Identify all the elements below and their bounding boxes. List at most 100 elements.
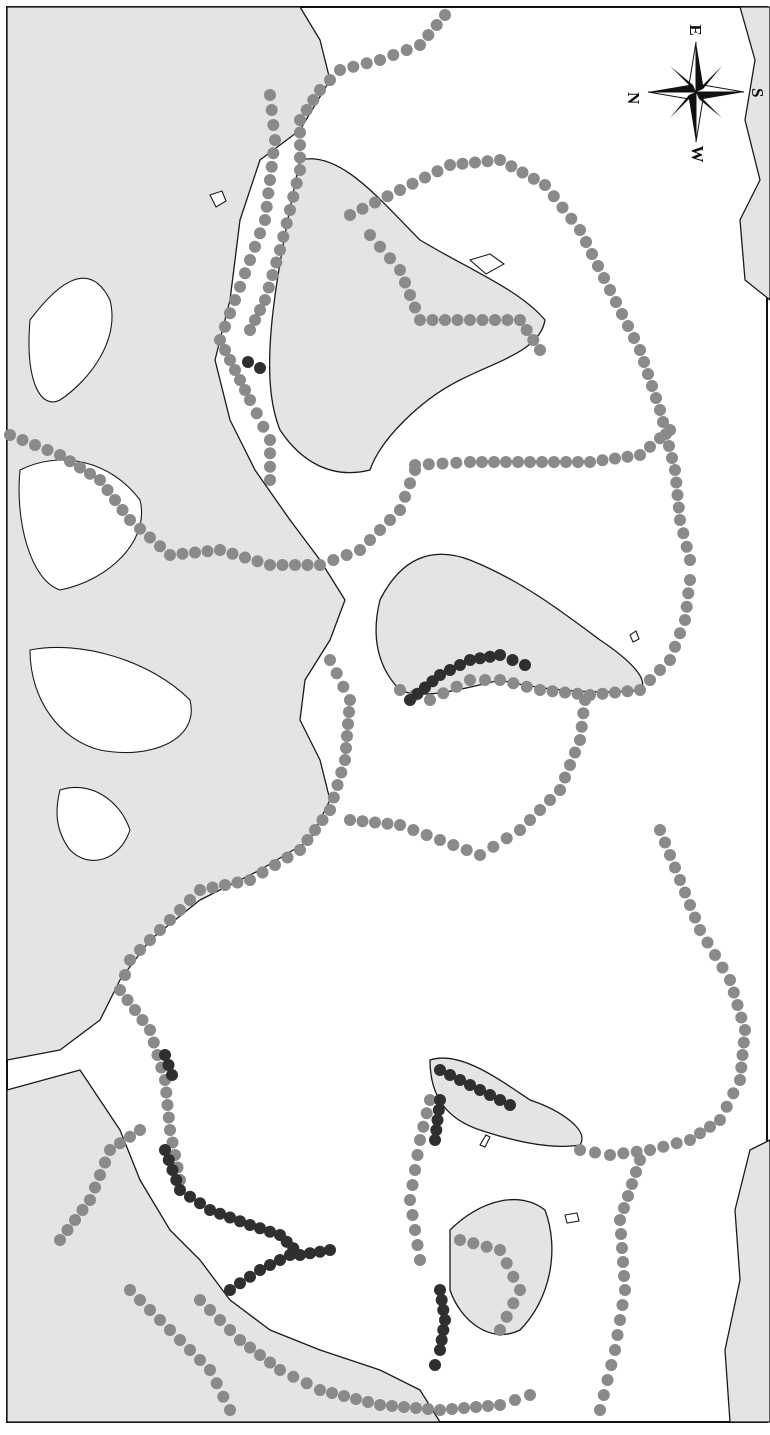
observation-point	[534, 344, 546, 356]
observation-point	[709, 949, 721, 961]
observation-point	[594, 1404, 606, 1416]
observation-point	[399, 276, 411, 289]
observation-point	[460, 844, 473, 856]
observation-point	[520, 324, 533, 336]
observation-point	[469, 156, 481, 169]
observation-point	[354, 544, 366, 556]
observation-point	[144, 934, 156, 946]
observation-point	[524, 1389, 536, 1401]
observation-point	[659, 836, 671, 849]
observation-point	[654, 432, 666, 445]
observation-point	[464, 654, 476, 666]
observation-point	[231, 876, 244, 889]
observation-point	[364, 534, 376, 546]
observation-point	[670, 476, 683, 489]
observation-point	[520, 680, 533, 693]
observation-point	[194, 1294, 206, 1306]
observation-point	[294, 164, 306, 176]
observation-point	[201, 545, 214, 558]
observation-point	[264, 89, 276, 101]
observation-point	[184, 1344, 196, 1356]
observation-point	[162, 1059, 175, 1071]
observation-point	[124, 1130, 136, 1143]
observation-point	[290, 177, 303, 190]
observation-point	[394, 184, 406, 196]
observation-point	[284, 204, 296, 216]
observation-point	[176, 547, 189, 560]
observation-point	[704, 1120, 716, 1133]
observation-point	[362, 1396, 374, 1408]
observation-point	[512, 456, 524, 468]
observation-point	[527, 172, 540, 185]
observation-point	[464, 674, 476, 686]
observation-point	[432, 1104, 445, 1116]
observation-point	[16, 434, 29, 446]
observation-points-dark	[159, 356, 531, 1371]
observation-point	[294, 151, 306, 164]
observation-point	[270, 256, 283, 269]
observation-point	[269, 859, 281, 871]
observation-point	[419, 171, 431, 184]
observation-point	[458, 1402, 470, 1414]
observation-point	[516, 166, 529, 179]
observation-point	[164, 1124, 176, 1136]
observation-point	[616, 1242, 628, 1254]
observation-point	[61, 1224, 74, 1236]
observation-point	[254, 304, 266, 316]
observation-point	[736, 1049, 749, 1061]
observation-point	[714, 1114, 726, 1126]
observation-point	[470, 1401, 482, 1413]
observation-point	[174, 1184, 186, 1196]
observation-point	[414, 1134, 426, 1146]
observation-point	[331, 779, 344, 791]
observation-point	[242, 356, 254, 368]
observation-point	[154, 540, 166, 553]
observation-point	[634, 684, 646, 696]
observation-point	[420, 829, 433, 841]
observation-point	[239, 267, 251, 280]
observation-point	[507, 1297, 520, 1310]
landmass-east-north	[739, 6, 770, 301]
observation-point	[327, 791, 340, 804]
observation-point	[124, 1284, 136, 1296]
observation-point	[701, 936, 714, 949]
observation-point	[256, 866, 269, 879]
observation-point	[727, 1087, 740, 1100]
observation-point	[119, 969, 131, 981]
observation-point	[616, 308, 628, 320]
observation-point	[689, 911, 701, 924]
observation-point	[217, 1390, 230, 1403]
observation-point	[194, 1354, 206, 1366]
observation-point	[204, 1364, 216, 1376]
observation-point	[360, 57, 373, 70]
observation-point	[184, 894, 196, 906]
observation-point	[54, 1234, 66, 1246]
observation-point	[274, 244, 286, 256]
observation-point	[500, 1257, 513, 1270]
observation-point	[519, 659, 531, 671]
observation-point	[340, 742, 352, 754]
observation-point	[409, 1164, 421, 1176]
observation-point	[166, 1069, 178, 1081]
observation-point	[592, 260, 604, 272]
observation-point	[224, 307, 236, 320]
observation-point	[134, 1294, 146, 1306]
observation-point	[374, 1399, 386, 1411]
observation-point	[304, 1247, 316, 1260]
observation-point	[417, 1120, 430, 1133]
observation-point	[330, 667, 343, 680]
observation-point	[618, 1202, 630, 1214]
observation-point	[474, 652, 486, 665]
observation-point	[316, 814, 329, 826]
observation-point	[634, 1154, 646, 1166]
observation-point	[254, 1222, 266, 1235]
observation-point	[724, 974, 736, 986]
observation-point	[214, 1314, 226, 1326]
observation-point	[250, 407, 263, 420]
observation-point	[116, 504, 129, 516]
observation-point	[264, 474, 276, 486]
observation-point	[735, 1011, 748, 1024]
observation-point	[124, 954, 136, 966]
observation-point	[716, 961, 729, 974]
islet-a	[209, 190, 227, 208]
